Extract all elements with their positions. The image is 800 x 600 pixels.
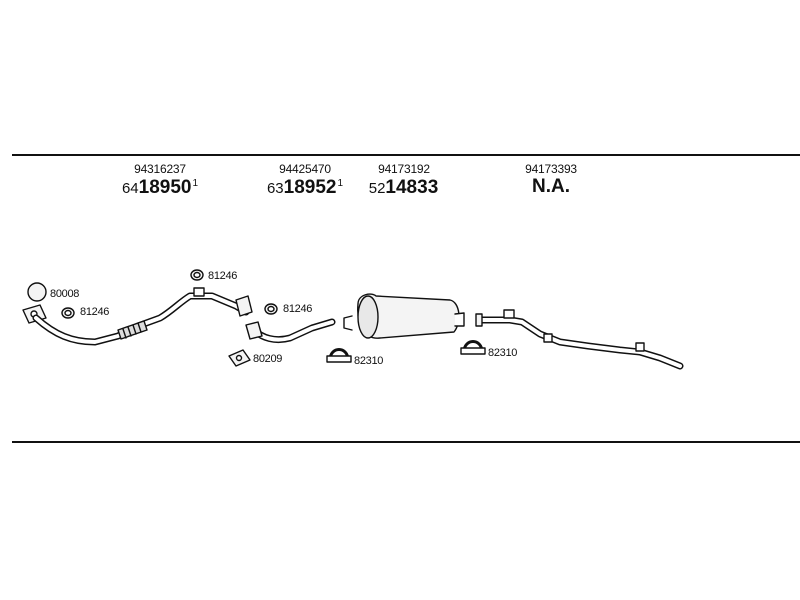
seal-ring-icon [27, 282, 47, 302]
not-available-label: N.A. [531, 176, 570, 197]
clamp-mid-label: 82310 [354, 355, 384, 367]
part-reference: 5214833 [368, 177, 439, 198]
rear-flange-icon [235, 295, 253, 317]
gasket-front-label: 81246 [80, 306, 110, 318]
top-divider [12, 154, 800, 156]
front-pipe-outline [32, 292, 250, 346]
silencer-header: 94173192 5214833 [369, 162, 440, 199]
tail-inlet-icon [475, 313, 483, 327]
tail-hanger-icon [503, 309, 515, 319]
oem-number: 94316237 [134, 162, 186, 176]
part-reference: 64189501 [121, 177, 199, 198]
oem-number: 94425470 [279, 162, 331, 176]
tail-pipe-fill [478, 318, 682, 368]
gasket-upper-icon [190, 269, 204, 281]
clamp-rear-label: 82310 [488, 347, 518, 359]
gasket-upper-label: 81246 [208, 270, 238, 282]
seal-ring-label: 80008 [50, 288, 80, 300]
tail-hanger-icon [635, 342, 645, 352]
middle-flange-icon [245, 321, 263, 340]
front-pipe-header: 94316237 64189501 [122, 162, 198, 199]
clamp-mid-icon [326, 348, 352, 363]
silencer-icon [343, 293, 465, 339]
bottom-divider [12, 441, 800, 443]
part-reference: 63189521 [266, 177, 344, 198]
tail-pipe-header: 94173393 N.A. [525, 162, 577, 198]
middle-pipe-header: 94425470 63189521 [267, 162, 343, 199]
middle-pipe-fill [252, 320, 334, 342]
hanger-bracket-icon [193, 287, 205, 297]
gasket-front-icon [61, 307, 75, 319]
tail-hanger-icon [543, 333, 553, 343]
gasket-mid-label: 81246 [283, 303, 313, 315]
front-pipe-fill [34, 294, 248, 344]
oem-number: 94173192 [378, 162, 430, 176]
gasket-mid-icon [264, 303, 278, 315]
flange-gasket-label: 80209 [253, 353, 283, 365]
oem-number: 94173393 [525, 162, 577, 176]
clamp-rear-icon [460, 340, 486, 355]
flex-bellow-icon [117, 320, 148, 340]
